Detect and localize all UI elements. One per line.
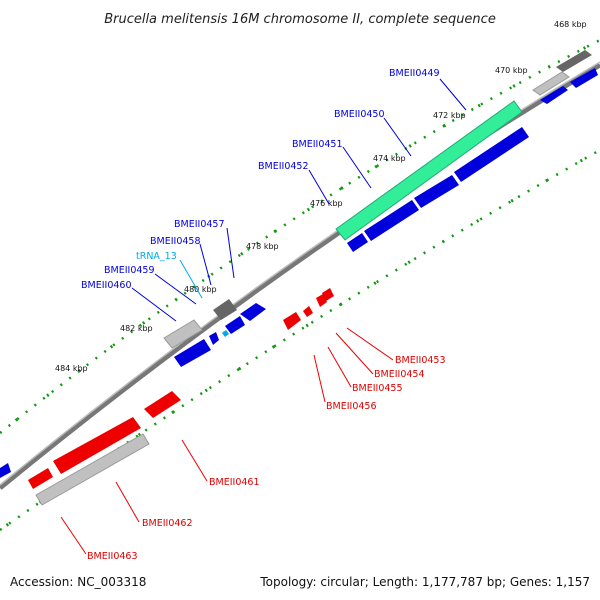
gene-bmeii0449 — [454, 127, 529, 182]
kbp-label: 480 kbp — [184, 285, 217, 294]
gene-bmeii0462 — [53, 417, 141, 474]
gene-blue-470b — [570, 68, 598, 88]
gene-bmeii0463 — [35, 433, 150, 506]
gene-bmeii0451-b — [414, 175, 459, 208]
kbp-label: 474 kbp — [373, 154, 406, 163]
gene-dark-468 — [556, 50, 592, 72]
gene-blue-470a — [540, 86, 568, 104]
kbp-labels: 468 kbp 470 kbp 472 kbp 474 kbp 476 kbp … — [55, 20, 587, 373]
gene-label[interactable]: BMEII0449 — [389, 68, 440, 79]
gene-bmeii0458 — [213, 299, 237, 320]
gene-bmeii0460 — [163, 319, 203, 349]
gene-bmeii0451-a — [364, 200, 419, 241]
gene-label[interactable]: BMEII0458 — [150, 236, 201, 247]
kbp-label: 470 kbp — [495, 66, 528, 75]
backbone-highlight — [0, 61, 600, 486]
reverse-genes — [28, 288, 334, 506]
kbp-label: 482 kbp — [120, 324, 153, 333]
gene-bmeii0452 — [347, 233, 368, 252]
map-title: Brucella melitensis 16M chromosome II, c… — [104, 12, 496, 27]
gene-label[interactable]: tRNA_13 — [136, 251, 177, 262]
gene-label[interactable]: BMEII0457 — [174, 219, 225, 230]
gene-label[interactable]: BMEII0453 — [395, 355, 446, 366]
leader-bmeii0457 — [226, 227, 235, 279]
outer-tick-track — [0, 38, 600, 434]
gene-bmeii0457 — [225, 316, 245, 334]
kbp-label: 484 kbp — [55, 364, 88, 373]
gene-bmeii0459 — [174, 339, 211, 367]
gene-bmeii0453 — [322, 288, 334, 301]
kbp-label: 472 kbp — [433, 111, 466, 120]
leader-trna-13 — [179, 259, 203, 299]
leader-bmeii0460 — [131, 287, 177, 322]
leader-bmeii0454 — [335, 332, 374, 375]
gene-label[interactable]: BMEII0452 — [258, 161, 309, 172]
gene-grey-468 — [532, 71, 570, 96]
leader-bmeii0463 — [60, 516, 87, 555]
outer-major-ticks — [0, 38, 600, 435]
gene-rna-bmeii0450 — [335, 100, 523, 241]
gene-label[interactable]: BMEII0451 — [292, 139, 343, 150]
leader-bmeii0449 — [439, 78, 467, 111]
leader-bmeii0452 — [308, 169, 330, 205]
leader-bmeii0458 — [199, 243, 212, 286]
gene-edge-left — [0, 463, 11, 478]
chromosome-backbone — [0, 62, 600, 490]
gene-label[interactable]: BMEII0460 — [81, 280, 132, 291]
gene-small-485 — [28, 468, 53, 489]
kbp-label: 468 kbp — [554, 20, 587, 29]
gene-label[interactable]: BMEII0463 — [87, 551, 138, 562]
topology-summary: Topology: circular; Length: 1,177,787 bp… — [259, 575, 590, 589]
leader-bmeii0451 — [342, 146, 372, 189]
gene-bmeii0455 — [303, 306, 313, 317]
reverse-gene-labels: BMEII0453 BMEII0454 BMEII0455 BMEII0456 … — [87, 355, 446, 562]
leader-bmeii0456 — [313, 354, 326, 403]
gene-label[interactable]: BMEII0450 — [334, 109, 385, 120]
kbp-label: 476 kbp — [310, 199, 343, 208]
leader-bmeii0459 — [154, 273, 197, 305]
gene-label[interactable]: BMEII0454 — [374, 369, 425, 380]
forward-gene-labels: BMEII0449 BMEII0450 BMEII0451 BMEII0452 … — [81, 68, 440, 291]
forward-genes — [0, 50, 598, 478]
gene-small-480 — [209, 332, 219, 345]
leader-bmeii0453 — [346, 327, 394, 361]
gene-label[interactable]: BMEII0461 — [209, 477, 260, 488]
gene-label[interactable]: BMEII0462 — [142, 518, 193, 529]
kbp-label: 478 kbp — [246, 242, 279, 251]
gene-label[interactable]: BMEII0459 — [104, 265, 155, 276]
accession-text: Accession: NC_003318 — [10, 575, 146, 589]
gene-label[interactable]: BMEII0455 — [352, 383, 403, 394]
leader-bmeii0450 — [383, 117, 412, 157]
leader-bmeii0462 — [115, 481, 140, 523]
gene-trna-13 — [222, 330, 229, 337]
gene-bmeii0456 — [283, 312, 301, 330]
gene-small-479 — [240, 303, 266, 321]
leader-lines — [60, 78, 467, 555]
gene-bmeii0461 — [144, 391, 181, 418]
leader-bmeii0461 — [181, 439, 208, 482]
gene-label[interactable]: BMEII0456 — [326, 401, 377, 412]
leader-bmeii0455 — [327, 346, 352, 388]
